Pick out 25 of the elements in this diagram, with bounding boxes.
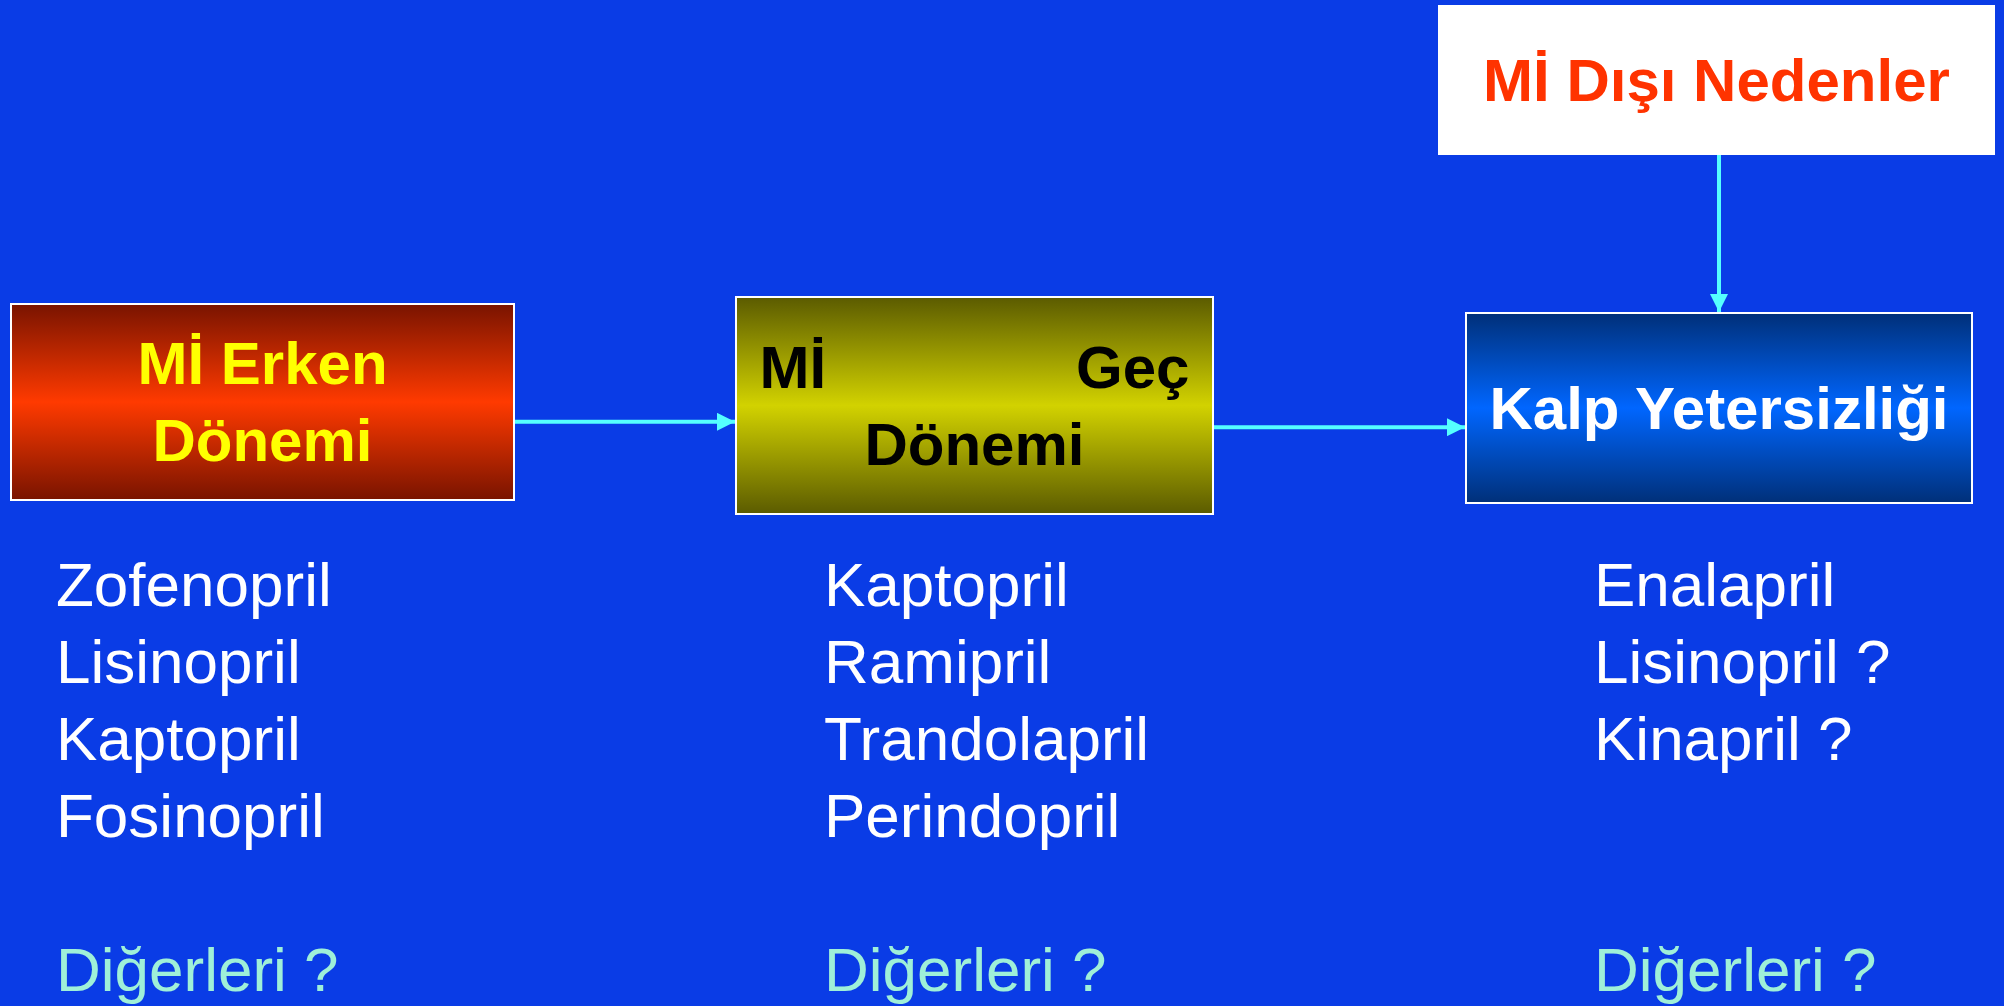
- drug-name: Enalapril: [1594, 550, 1836, 620]
- process-box: [1438, 5, 1995, 155]
- process-box: [10, 303, 515, 501]
- arrow: [1710, 155, 1728, 312]
- arrow: [1214, 418, 1465, 437]
- process-box: [1465, 312, 1973, 504]
- box-title: Mİ Erken Dönemi: [136, 329, 389, 476]
- arrow: [515, 412, 735, 431]
- drug-name: Perindopril: [824, 781, 1121, 851]
- drug-name: Kaptopril: [56, 704, 301, 774]
- box-title: Mİ Dışı Nedenler: [1482, 45, 1951, 116]
- drug-name: Kinapril ?: [1594, 704, 1853, 774]
- box-title: Kalp Yetersizliği: [1488, 373, 1950, 444]
- drug-name: Zofenopril: [56, 550, 332, 620]
- drug-name: Lisinopril: [56, 627, 301, 697]
- box-title: Mİ Geç Dönemi: [759, 332, 1190, 480]
- drug-name: Kaptopril: [824, 550, 1069, 620]
- process-box: [735, 296, 1214, 515]
- drug-name: Trandolapril: [824, 704, 1150, 774]
- drug-name: Ramipril: [824, 627, 1052, 697]
- note-text: Diğerleri ?: [824, 935, 1107, 1005]
- drug-name: Lisinopril ?: [1594, 627, 1891, 697]
- note-text: Diğerleri ?: [56, 935, 339, 1005]
- note-text: Diğerleri ?: [1594, 935, 1877, 1005]
- drug-name: Fosinopril: [56, 781, 325, 851]
